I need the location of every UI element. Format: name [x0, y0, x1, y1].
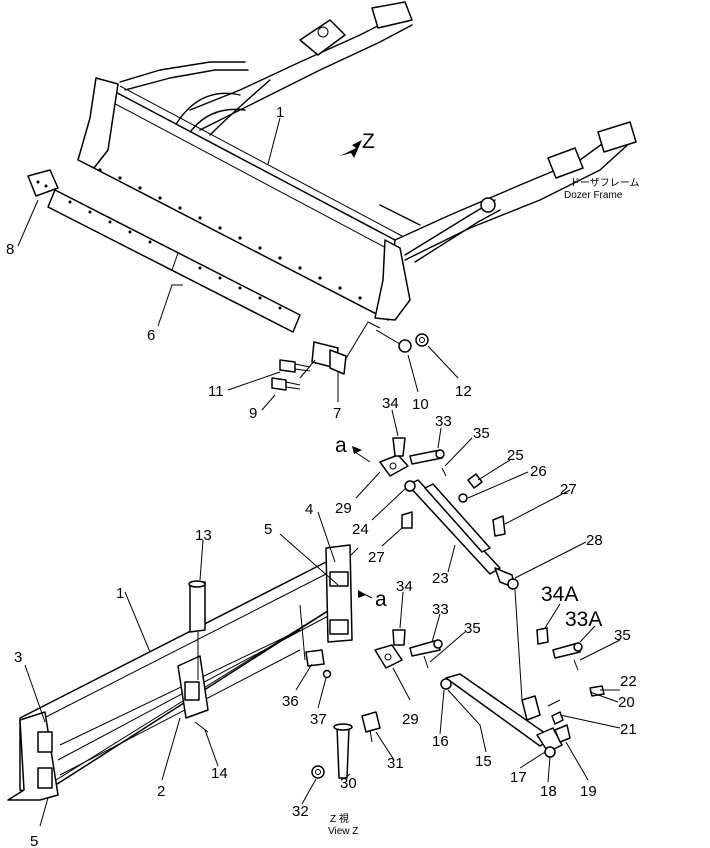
frame-label-jp: ドーザフレーム: [570, 177, 640, 189]
blade-upper: [77, 77, 411, 321]
callout-c7: 7: [333, 405, 341, 422]
callout-c19: 19: [580, 783, 597, 800]
callout-c8: 8: [6, 241, 14, 258]
view-caption-jp: Z 視: [330, 812, 349, 825]
callout-c33b: 33: [432, 601, 449, 618]
callout-c14: 14: [211, 765, 228, 782]
callout-c26: 26: [530, 463, 547, 480]
callout-c35: 35: [473, 425, 490, 442]
callout-c1b: 1: [116, 585, 124, 602]
cutting-edge: [47, 189, 301, 333]
callout-c20: 20: [618, 694, 635, 711]
callout-c25: 25: [507, 447, 524, 464]
blade-lower: [7, 544, 359, 801]
callout-c28: 28: [586, 532, 603, 549]
callout-c34b: 34: [396, 578, 413, 595]
callout-c5a: 5: [264, 521, 272, 538]
view-caption-en: View Z: [328, 826, 358, 837]
callout-c17: 17: [510, 769, 527, 786]
leader-lines: [17, 117, 621, 827]
ref-arrow-lower: [358, 590, 366, 598]
bracket-7: [299, 321, 381, 379]
callout-c21: 21: [620, 721, 637, 738]
callout-c4: 4: [305, 501, 313, 518]
callout-c37: 37: [310, 711, 327, 728]
callout-c5b: 5: [30, 833, 38, 848]
callout-c6: 6: [147, 327, 155, 344]
bolt-11: [279, 359, 311, 373]
callout-c32: 32: [292, 803, 309, 820]
callout-c3: 3: [14, 649, 22, 666]
callout-c9: 9: [249, 405, 257, 422]
callout-c24: 24: [352, 521, 369, 538]
callout-c31: 31: [387, 755, 404, 772]
callout-c27a: 27: [368, 549, 385, 566]
callout-c29: 29: [335, 500, 352, 517]
dozer-frame-arms: [119, 1, 637, 263]
callout-c22: 22: [620, 673, 637, 690]
callout-c27b: 27: [560, 481, 577, 498]
callout-c12: 12: [455, 383, 472, 400]
callout-c35c: 35: [614, 627, 631, 644]
callout-c33: 33: [435, 413, 452, 430]
callout-c33A: 33A: [565, 608, 602, 631]
callout-c15: 15: [475, 753, 492, 770]
ref-arrow-upper: [352, 446, 362, 454]
callout-c10: 10: [412, 396, 429, 413]
callout-c13: 13: [195, 527, 212, 544]
callout-c23: 23: [432, 570, 449, 587]
callout-c34A: 34A: [541, 583, 578, 606]
washer-nut-10-12: [375, 329, 429, 353]
callout-c34: 34: [382, 395, 399, 412]
ref-marker-a-upper: a: [335, 434, 347, 457]
end-bit: [27, 169, 59, 197]
callout-c29b: 29: [402, 711, 419, 728]
callout-c36: 36: [282, 693, 299, 710]
view-arrow-z: [340, 140, 362, 158]
callout-c30: 30: [340, 775, 357, 792]
view-marker-z: Z: [362, 130, 375, 153]
brace-assembly: [379, 437, 523, 701]
callout-c35b: 35: [464, 620, 481, 637]
callout-c18: 18: [540, 783, 557, 800]
callout-c2: 2: [157, 783, 165, 800]
frame-label-en: Dozer Frame: [564, 190, 623, 201]
callout-c11: 11: [208, 383, 224, 400]
bolt-9: [271, 377, 301, 391]
ref-marker-a-lower: a: [375, 588, 387, 611]
lower-brace-parts: [311, 627, 605, 779]
callout-c16: 16: [432, 733, 449, 750]
callout-c1a: 1: [276, 104, 284, 121]
blade-bolt-holes: [98, 168, 362, 300]
